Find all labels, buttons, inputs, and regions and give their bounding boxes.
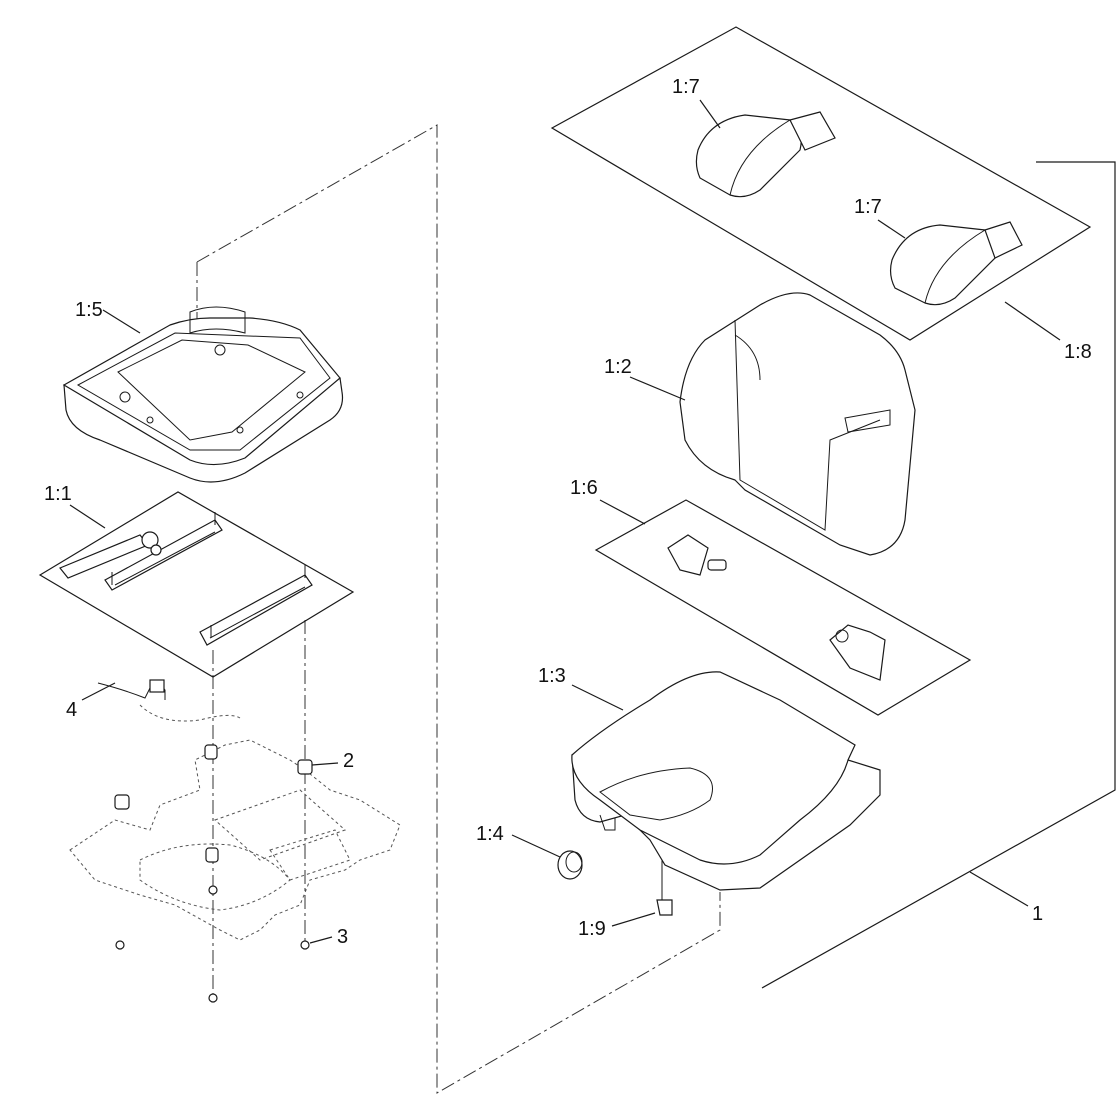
spacers-and-nuts <box>114 744 313 1003</box>
callout-1-7-lower: 1:7 <box>854 196 882 218</box>
callout-1-6: 1:6 <box>570 477 598 499</box>
callout-1: 1 <box>1032 903 1043 925</box>
leader-lines <box>69 99 1061 944</box>
mounting-plate <box>69 739 401 941</box>
seat-base-pan <box>62 306 344 483</box>
seatbelt-panel <box>594 499 972 716</box>
callout-1-3: 1:3 <box>538 665 566 687</box>
callout-1-4: 1:4 <box>476 823 504 845</box>
seat-back <box>679 292 916 556</box>
armrest-panel <box>550 26 1092 341</box>
callout-1-2: 1:2 <box>604 356 632 378</box>
knob-and-clip <box>557 850 673 916</box>
callout-1-7-upper: 1:7 <box>672 76 700 98</box>
callout-labels: 1:5 1:1 4 2 3 1:7 1:7 1:8 1:2 1:6 1:3 1:… <box>44 76 1092 948</box>
callout-1-5: 1:5 <box>75 299 103 321</box>
callout-4: 4 <box>66 699 77 721</box>
callout-2: 2 <box>343 750 354 772</box>
callout-1-1: 1:1 <box>44 483 72 505</box>
callout-1-8: 1:8 <box>1064 341 1092 363</box>
callout-1-9: 1:9 <box>578 918 606 940</box>
seat-cushion <box>571 671 881 891</box>
wiring-harness <box>97 679 241 722</box>
slide-rails-assembly <box>38 491 355 678</box>
callout-3: 3 <box>337 926 348 948</box>
phantom-assembly-lines <box>196 124 721 1094</box>
kit-1-bracket <box>761 161 1116 989</box>
